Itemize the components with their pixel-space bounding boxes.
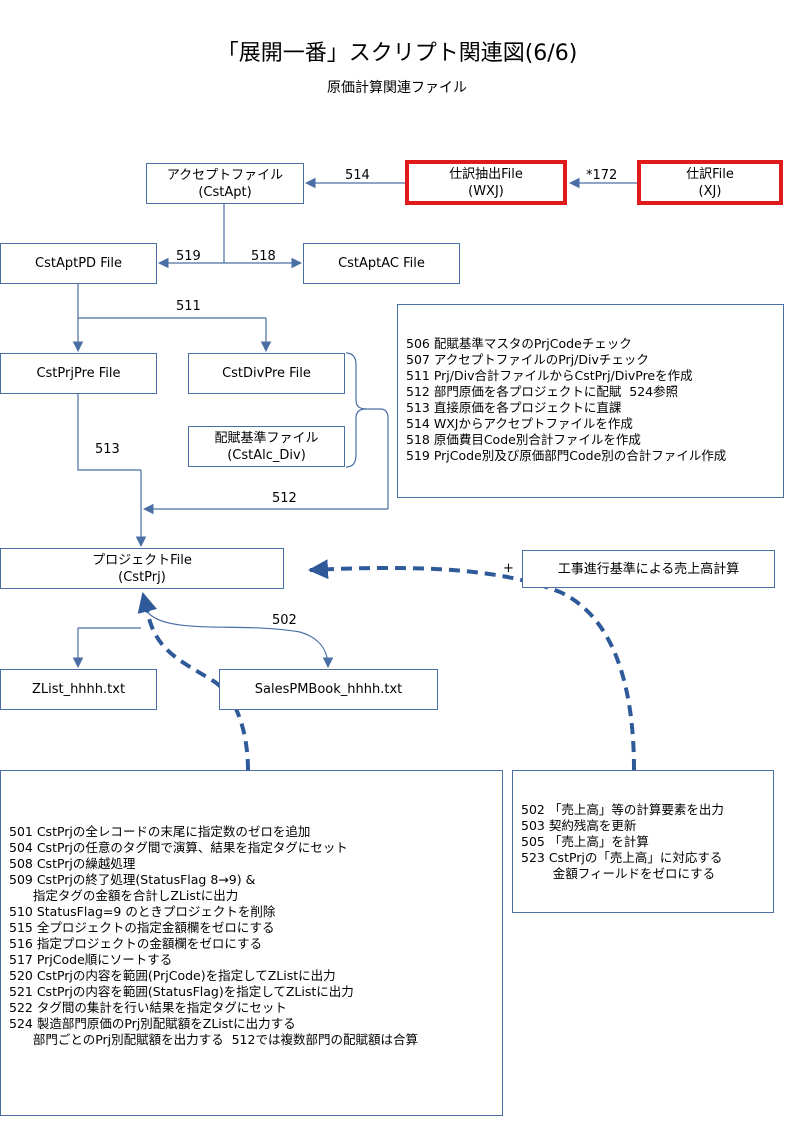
plus-sign: + [503, 561, 514, 576]
edge-brace-lower [345, 408, 367, 468]
page-title: 「展開一番」スクリプト関連図(6/6) [216, 41, 578, 66]
edge-513 [77, 394, 141, 471]
node-wxj: 仕訳抽出File (WXJ) [405, 160, 567, 205]
node-salespm: SalesPMBook_hhhh.txt [219, 669, 438, 710]
node-cstprj: プロジェクトFile (CstPrj) [0, 548, 284, 589]
node-xj-line2: (XJ) [698, 183, 722, 199]
notes-lower-left-text: 501 CstPrjの全レコードの末尾に指定数のゼロを追加 504 CstPrj… [9, 824, 418, 1047]
node-cstalc-line2: (CstAlc_Div) [227, 447, 306, 463]
edge-label-519: 519 [176, 249, 201, 264]
node-cstaptac: CstAptAC File [303, 243, 460, 284]
edge-label-518: 518 [251, 249, 276, 264]
notes-lower-left: 501 CstPrjの全レコードの末尾に指定数のゼロを追加 504 CstPrj… [0, 770, 503, 1116]
node-cstaptpd-label: CstAptPD File [35, 256, 122, 271]
node-cstapt-line1: アクセプトファイル [166, 167, 284, 183]
node-cstdivpre-label: CstDivPre File [222, 366, 311, 381]
node-cstapt: アクセプトファイル (CstApt) [146, 163, 304, 204]
edge-brace [345, 352, 389, 509]
page-subtitle: 原価計算関連ファイル [327, 80, 467, 96]
node-cstprjpre: CstPrjPre File [0, 353, 157, 394]
node-zlist: ZList_hhhh.txt [0, 669, 157, 710]
dashed-right [308, 559, 636, 771]
edge-502 [140, 599, 334, 669]
node-cstaptac-label: CstAptAC File [338, 256, 425, 271]
edge-cstaptpd-down [77, 284, 266, 319]
node-salespm-label: SalesPMBook_hhhh.txt [254, 682, 403, 697]
node-cstprj-line2: (CstPrj) [118, 569, 166, 585]
node-cstapt-line2: (CstApt) [198, 184, 252, 200]
node-wxj-line1: 仕訳抽出File [449, 166, 523, 182]
edge-label-513: 513 [95, 442, 120, 457]
edge-label-512: 512 [272, 491, 297, 506]
node-koji-label: 工事進行基準による売上高計算 [557, 561, 740, 577]
edge-label-511: 511 [176, 299, 201, 314]
dashed-left [144, 599, 250, 771]
node-cstaptpd: CstAptPD File [0, 243, 157, 284]
edge-label-172: *172 [586, 168, 618, 183]
node-cstdivpre: CstDivPre File [188, 353, 345, 394]
node-zlist-label: ZList_hhhh.txt [31, 682, 126, 697]
node-cstprj-line1: プロジェクトFile [92, 552, 192, 568]
node-wxj-line2: (WXJ) [468, 183, 504, 199]
node-xj: 仕訳File (XJ) [637, 160, 783, 205]
node-xj-line1: 仕訳File [686, 166, 734, 182]
node-koji: 工事進行基準による売上高計算 [522, 550, 775, 588]
notes-upper: 506 配賦基準マスタのPrjCodeチェック 507 アクセプトファイルのPr… [397, 304, 784, 498]
notes-upper-text: 506 配賦基準マスタのPrjCodeチェック 507 アクセプトファイルのPr… [406, 336, 727, 463]
node-cstalc: 配賦基準ファイル (CstAlc_Div) [188, 426, 345, 467]
node-cstalc-line1: 配賦基準ファイル [214, 430, 319, 446]
edge-label-514: 514 [345, 168, 370, 183]
notes-lower-right: 502 「売上高」等の計算要素を出力 503 契約残高を更新 505 「売上高」… [512, 770, 774, 913]
edge-label-502: 502 [272, 613, 297, 628]
node-cstprjpre-label: CstPrjPre File [36, 366, 121, 381]
notes-lower-right-text: 502 「売上高」等の計算要素を出力 503 契約残高を更新 505 「売上高」… [521, 802, 724, 881]
dashed-left-arrow [137, 592, 158, 614]
